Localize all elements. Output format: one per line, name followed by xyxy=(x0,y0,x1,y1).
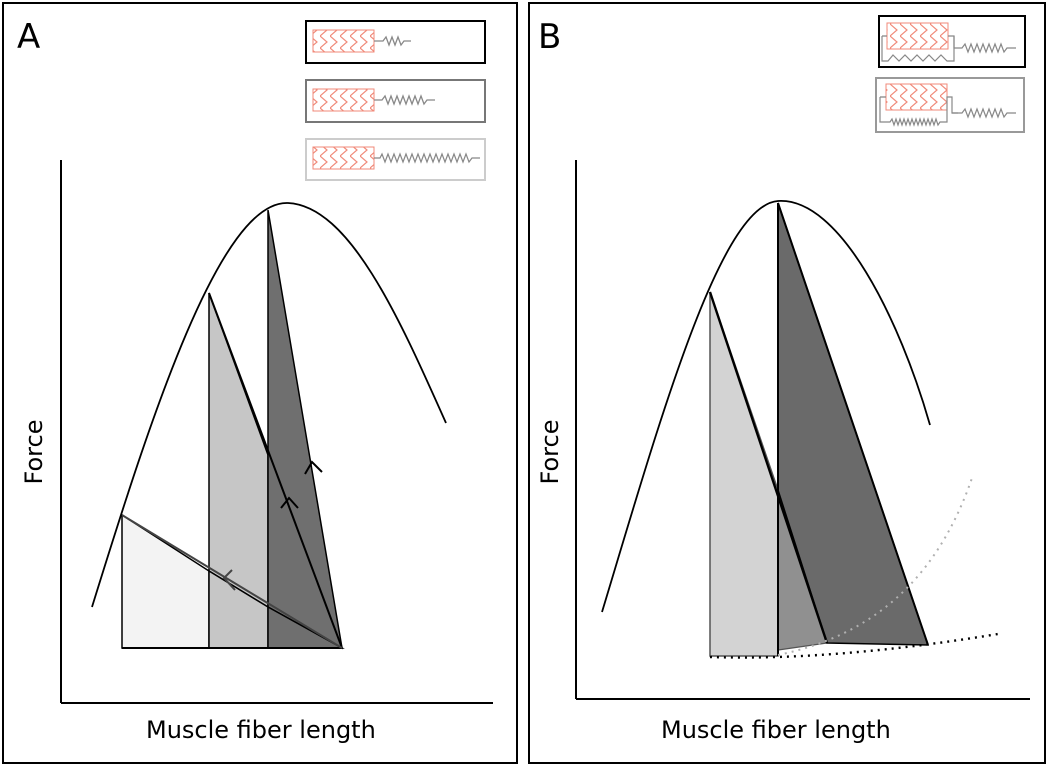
panel-a-legend xyxy=(305,20,486,181)
panel-a-axes xyxy=(60,160,493,704)
panel-b-axes xyxy=(575,160,1030,700)
panel-b-shaded-regions xyxy=(708,202,930,657)
muscle-parallel-stiff-spring-icon xyxy=(875,77,1025,133)
panel-a-x-axis-label: Muscle fiber length xyxy=(146,716,376,744)
panel-b-passive-curve-black xyxy=(709,632,999,659)
panel-a-shaded-regions xyxy=(121,209,345,650)
muscle-short-spring-icon xyxy=(305,20,486,64)
panel-a-force-length-curve xyxy=(91,202,447,608)
muscle-parallel-spring-icon xyxy=(878,15,1026,68)
muscle-medium-spring-icon xyxy=(305,79,486,123)
arrow-up-icon xyxy=(280,496,299,509)
panel-b-legend xyxy=(875,15,1026,133)
panel-b-letter: B xyxy=(538,17,562,57)
panel-a-dark-region xyxy=(267,209,343,650)
arrow-left-icon xyxy=(222,569,236,591)
panel-a-light-region xyxy=(121,513,210,649)
muscle-long-spring-icon xyxy=(305,138,486,181)
panel-b-force-length-curve xyxy=(601,200,931,613)
panel-b-x-axis-label: Muscle fiber length xyxy=(661,716,891,744)
panel-b-passive-curve-grey xyxy=(777,477,973,656)
arrow-up-icon xyxy=(304,460,323,475)
panel-a-mid-region xyxy=(208,292,269,609)
panel-a-letter: A xyxy=(17,17,41,57)
panel-a-y-axis-label: Force xyxy=(20,419,48,485)
panel-b-light-region xyxy=(709,291,779,657)
panel-a-direction-arrows xyxy=(222,460,323,591)
panel-b-y-axis-label: Force xyxy=(536,419,564,485)
